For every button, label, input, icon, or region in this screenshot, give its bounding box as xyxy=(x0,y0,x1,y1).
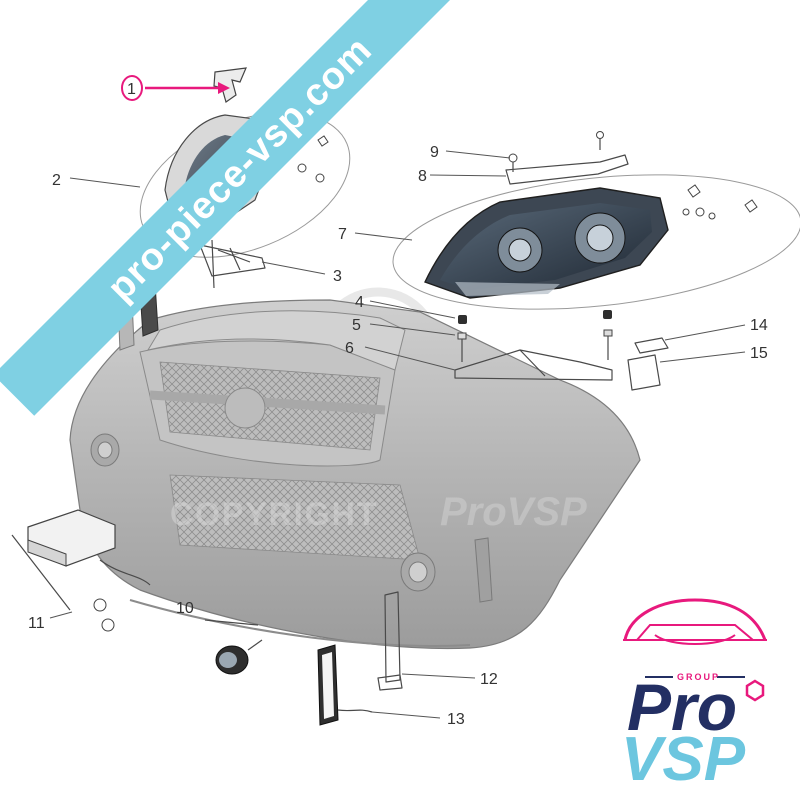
part-3-bracket xyxy=(199,239,266,289)
part-11-led-module xyxy=(11,509,151,632)
callout-14: 14 xyxy=(750,317,768,334)
callout-5: 5 xyxy=(352,317,361,334)
logo-vsp-text: VSP xyxy=(621,725,746,785)
watermark-brand: ProVSP xyxy=(440,490,587,534)
part-14-cover xyxy=(634,337,669,354)
part-1-clip xyxy=(213,67,247,103)
part-13-drl xyxy=(317,644,373,726)
callout-2: 2 xyxy=(52,172,61,189)
part-12-bracket xyxy=(377,591,403,691)
logo-pro-text: Pro xyxy=(627,670,737,744)
callout-13: 13 xyxy=(447,711,465,728)
part-9-screw xyxy=(508,131,604,172)
part-1-highlight xyxy=(121,75,230,101)
part-10-fog-lamp xyxy=(204,619,263,675)
front-bumper xyxy=(69,299,641,650)
callout-3: 3 xyxy=(333,268,342,285)
callout-6: 6 xyxy=(345,340,354,357)
part-5-stud xyxy=(457,329,613,362)
callout-8: 8 xyxy=(418,168,427,185)
callout-7: 7 xyxy=(338,226,347,243)
part-8-strip xyxy=(505,154,629,185)
callout-12: 12 xyxy=(480,671,498,688)
watermark-text: COPYRIGHT ProVSP xyxy=(170,490,587,534)
callout-1: 1 xyxy=(127,81,136,98)
provsp-logo: GROUP Pro VSP xyxy=(621,598,767,785)
callout-10: 10 xyxy=(176,600,194,617)
part-6-bracket xyxy=(454,349,613,381)
watermark-copyright: COPYRIGHT xyxy=(170,496,378,532)
logo-group-text: GROUP xyxy=(677,672,720,682)
callout-4: 4 xyxy=(355,294,364,311)
leader-lines xyxy=(49,150,746,719)
part-4-grommet xyxy=(458,310,612,324)
part-7-headlight-large xyxy=(424,187,669,299)
callout-9: 9 xyxy=(430,144,439,161)
part-15-bracket xyxy=(627,354,661,391)
part-7-group-outline xyxy=(392,174,800,310)
callout-11: 11 xyxy=(28,615,45,632)
callout-numbers: 1 2 3 4 5 6 7 8 9 10 11 12 13 14 15 xyxy=(28,81,768,728)
part-7-bulbs xyxy=(682,184,758,220)
callout-15: 15 xyxy=(750,345,768,362)
